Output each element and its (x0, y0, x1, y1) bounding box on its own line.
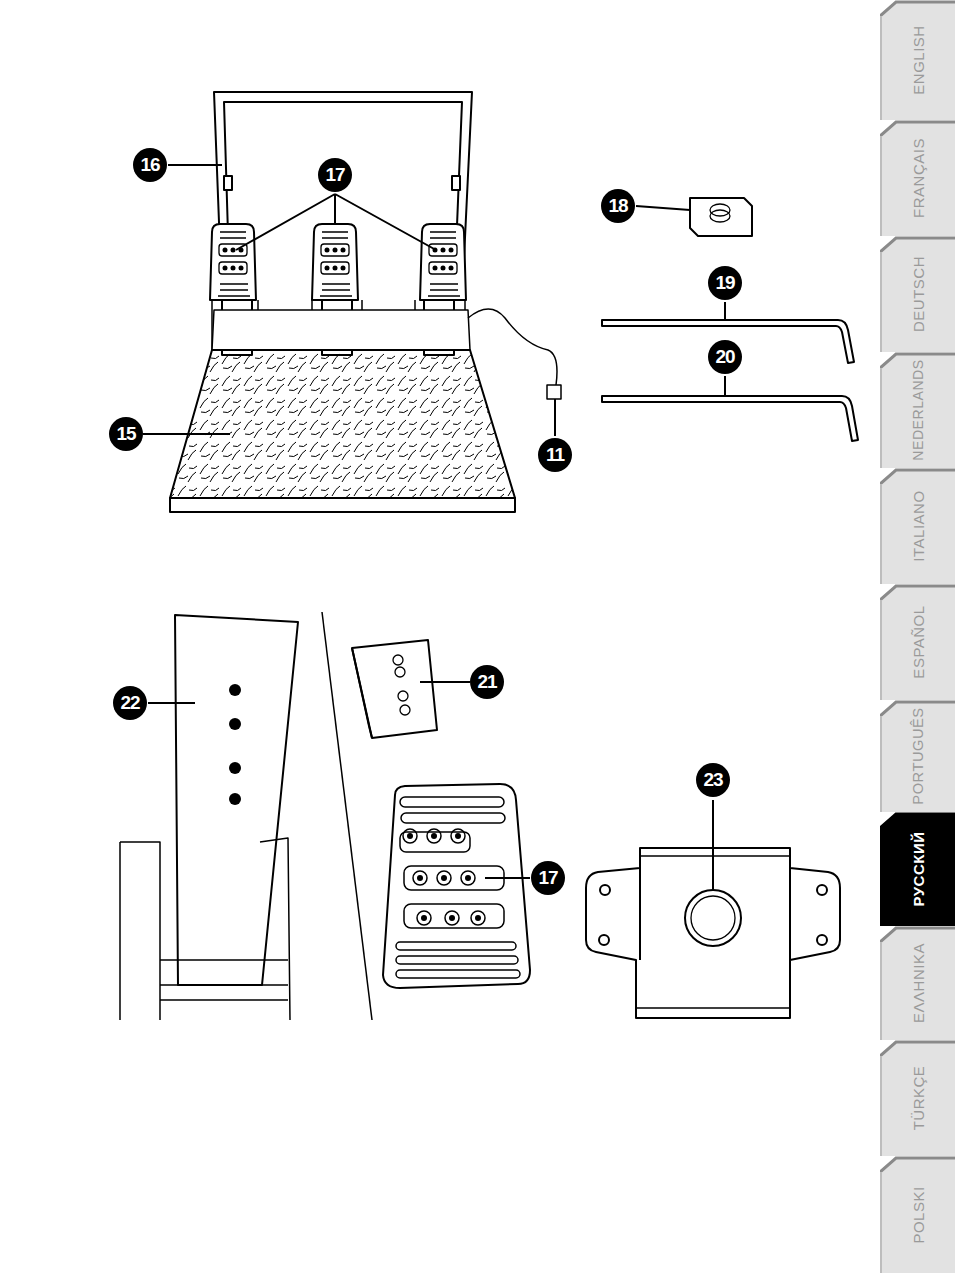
tab-label: FRANÇAIS (909, 138, 926, 218)
callout-number: 17 (531, 861, 565, 895)
tab-label: РУССКИЙ (909, 831, 926, 906)
language-tab: ENGLISH (880, 0, 955, 120)
language-tab: DEUTSCH (880, 236, 955, 352)
tab-label: POLSKI (909, 1186, 926, 1243)
language-tab: FRANÇAIS (880, 120, 955, 236)
callout-number: 16 (133, 148, 167, 182)
language-tab: ITALIANO (880, 468, 955, 584)
callout-number: 11 (538, 438, 572, 472)
language-tab: NEDERLANDS (880, 352, 955, 468)
language-tab: POLSKI (880, 1156, 955, 1273)
tab-label: ESPAÑOL (909, 605, 926, 678)
language-tab: РУССКИЙ (880, 812, 955, 926)
language-tab: ESPAÑOL (880, 584, 955, 700)
language-tab: PORTUGUÊS (880, 700, 955, 812)
callout-number: 19 (708, 266, 742, 300)
callout-number: 15 (109, 417, 143, 451)
callout-number: 17 (318, 158, 352, 192)
callout-number: 22 (113, 686, 147, 720)
tab-label: DEUTSCH (909, 256, 926, 332)
tab-label: ENGLISH (909, 25, 926, 94)
callout-number: 21 (470, 665, 504, 699)
callout-number: 18 (601, 189, 635, 223)
tab-label: ΕΛΛΗΝΙΚΑ (909, 943, 926, 1023)
callout-number: 20 (708, 340, 742, 374)
language-tab: ΕΛΛΗΝΙΚΑ (880, 926, 955, 1040)
callout-number: 23 (696, 763, 730, 797)
language-tab: TÜRKÇE (880, 1040, 955, 1156)
tab-label: ITALIANO (909, 490, 926, 561)
tab-label: TÜRKÇE (909, 1066, 926, 1131)
tab-label: PORTUGUÊS (910, 707, 926, 804)
tab-label: NEDERLANDS (910, 359, 926, 460)
